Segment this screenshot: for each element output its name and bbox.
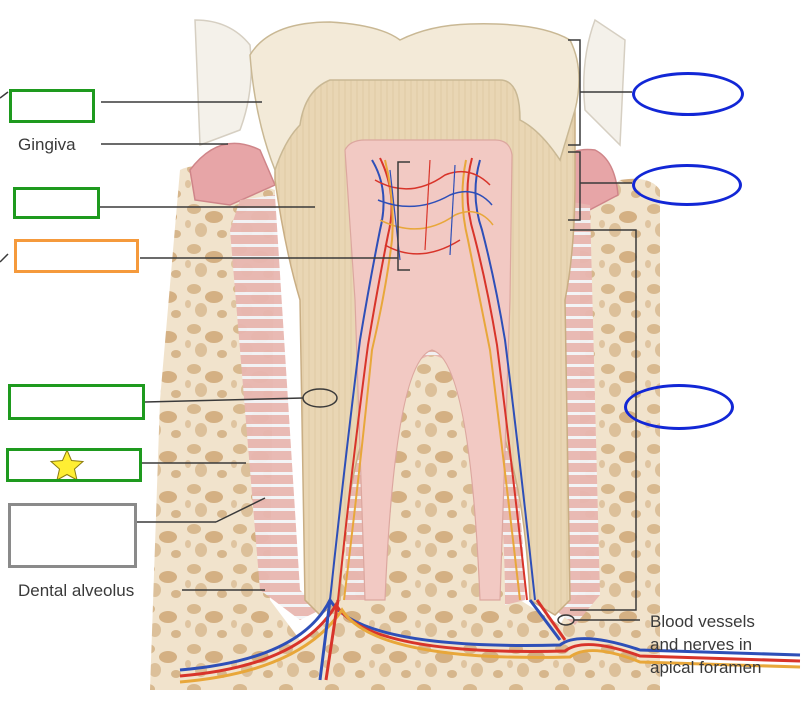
gingiva-tissue (189, 142, 276, 206)
neighbor-tooth-left (194, 19, 252, 147)
blood-vessels-label-line1: Blood vessels (650, 612, 755, 631)
answer-box-dentin[interactable] (13, 187, 100, 219)
enamel (249, 21, 580, 173)
answer-oval-root[interactable] (624, 384, 734, 430)
dental-alveolus-label: Dental alveolus (18, 581, 135, 600)
answer-box-cementum[interactable] (8, 384, 145, 420)
star-icon (49, 448, 85, 481)
alveolar-bone (150, 166, 660, 690)
answer-box-alveolar-bone[interactable] (8, 503, 137, 568)
gingiva-label: Gingiva (18, 135, 76, 154)
periodontal-ligament-left (230, 195, 320, 620)
base-vessels (179, 596, 801, 684)
answer-box-pulp[interactable] (14, 239, 139, 273)
answer-oval-neck[interactable] (632, 164, 742, 206)
answer-oval-crown[interactable] (632, 72, 744, 116)
answer-box-periodontal-ligament[interactable] (6, 448, 142, 482)
blood-vessels-label-line2: and nerves in (650, 635, 753, 654)
periodontal-ligament-right (555, 200, 600, 625)
neighbor-tooth-right (583, 18, 626, 147)
blood-vessels-label-line3: apical foramen (650, 658, 762, 677)
pulp-vessels (329, 157, 536, 601)
answer-box-enamel[interactable] (9, 89, 95, 123)
leader-lines (0, 91, 640, 621)
